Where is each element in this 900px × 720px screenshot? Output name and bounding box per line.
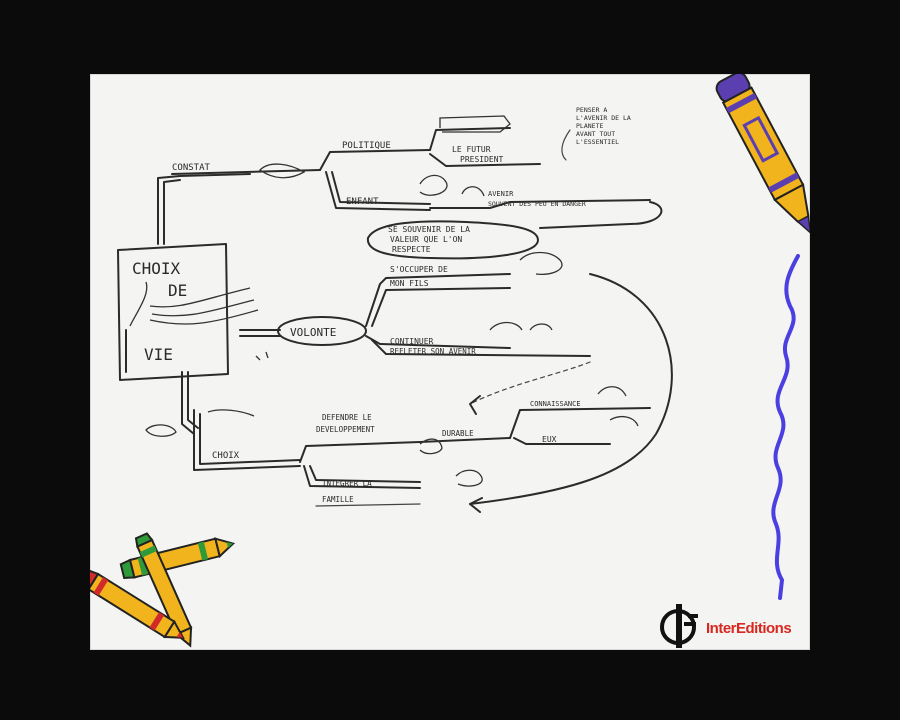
label-choix: CHOIX xyxy=(212,451,240,461)
branch-lines xyxy=(157,127,651,507)
purple-crayon-icon xyxy=(715,74,810,235)
center-line-2: DE xyxy=(168,281,187,300)
label-eux: EUX xyxy=(542,435,557,444)
slide-canvas: CHOIX DE VIE VOLONTE SE SOUVENIR DE LA V… xyxy=(90,74,810,650)
logo-text: InterEditions xyxy=(706,620,792,637)
label-connaissance: CONNAISSANCE xyxy=(530,400,581,408)
doodles xyxy=(145,115,639,487)
integrer-line-1: INTEGRER LA xyxy=(322,479,372,488)
bubble-line-2: VALEUR QUE L'ON xyxy=(390,235,462,244)
souvenir-bubble: SE SOUVENIR DE LA VALEUR QUE L'ON RESPEC… xyxy=(366,220,539,260)
label-continuer: CONTINUER xyxy=(390,337,434,346)
bubble-line-3: RESPECTE xyxy=(392,245,431,254)
label-enfant: ENFANT xyxy=(346,197,379,207)
mind-map-diagram: CHOIX DE VIE VOLONTE SE SOUVENIR DE LA V… xyxy=(90,74,810,648)
ie-logo-mark-icon xyxy=(660,604,698,648)
defendre-line-3: DURABLE xyxy=(442,429,474,438)
label-politique: POLITIQUE xyxy=(342,141,391,151)
crayons-icon xyxy=(90,532,236,648)
label-refleter: REFLETER SON AVENIR xyxy=(390,347,476,356)
enfant-detail-2: SOUVENT DES PEU EN DANGER xyxy=(488,200,586,208)
label-constat: CONSTAT xyxy=(172,163,211,173)
label-president: PRESIDENT xyxy=(460,155,504,164)
penser-line-5: L'ESSENTIEL xyxy=(576,138,619,146)
center-node-choix-de-vie: CHOIX DE VIE xyxy=(117,243,259,381)
center-line-1: CHOIX xyxy=(132,259,181,278)
label-mon-fils: MON FILS xyxy=(390,279,429,288)
defendre-line-2: DEVELOPPEMENT xyxy=(316,425,375,434)
enfant-detail-1: AVENIR xyxy=(488,190,514,198)
label-le-futur: LE FUTUR xyxy=(452,145,491,154)
penser-line-4: AVANT TOUT xyxy=(576,130,615,138)
volonte-label: VOLONTE xyxy=(290,326,336,339)
blue-squiggle xyxy=(771,254,800,600)
label-s-occuper: S'OCCUPER DE xyxy=(390,265,448,274)
volonte-node: VOLONTE xyxy=(277,316,367,346)
defendre-line-1: DEFENDRE LE xyxy=(322,413,372,422)
integrer-line-2: FAMILLE xyxy=(322,495,354,504)
bubble-line-1: SE SOUVENIR DE LA xyxy=(388,225,470,234)
penser-line-3: PLANETE xyxy=(576,122,603,130)
center-line-3: VIE xyxy=(144,345,173,364)
intereditions-logo: InterEditions xyxy=(658,600,810,650)
branch-labels: CONSTAT POLITIQUE LE FUTUR PRESIDENT PEN… xyxy=(172,106,631,504)
curved-arrows xyxy=(469,129,673,513)
penser-line-2: L'AVENIR DE LA xyxy=(576,114,631,122)
penser-line-1: PENSER A xyxy=(576,106,607,114)
